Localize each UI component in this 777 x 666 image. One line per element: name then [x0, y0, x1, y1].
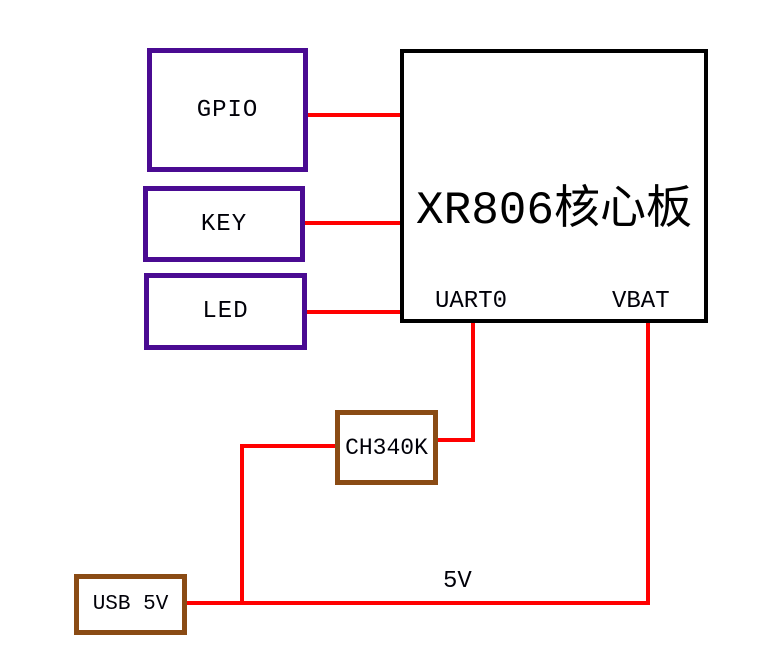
wire-gpio-to-core — [306, 113, 402, 117]
block-gpio: GPIO — [147, 48, 308, 172]
block-ch340k: CH340K — [335, 410, 438, 485]
wire-vbat-vertical — [646, 321, 650, 605]
block-usb-5v: USB 5V — [74, 574, 187, 635]
pin-uart0: UART0 — [435, 288, 508, 315]
block-key-label: KEY — [200, 210, 248, 238]
block-key: KEY — [143, 186, 305, 262]
block-ch340k-label: CH340K — [345, 434, 428, 461]
net-label-5v: 5V — [443, 568, 472, 595]
wire-key-to-core — [303, 221, 402, 225]
wire-uart0-vertical — [471, 321, 475, 442]
block-led: LED — [144, 273, 307, 350]
wire-ch340k-down — [240, 444, 244, 605]
wire-5v-bus — [185, 601, 650, 605]
pin-vbat: VBAT — [612, 288, 670, 315]
wire-led-to-core — [305, 310, 402, 314]
wire-uart0-to-ch340k — [438, 438, 475, 442]
block-gpio-label: GPIO — [196, 96, 259, 124]
wire-ch340k-left — [240, 444, 336, 448]
block-xr806-core: XR806核心板 UART0 VBAT — [400, 49, 708, 323]
block-usb-5v-label: USB 5V — [92, 593, 169, 616]
block-led-label: LED — [202, 298, 249, 325]
core-board-title: XR806核心板 — [415, 185, 693, 237]
